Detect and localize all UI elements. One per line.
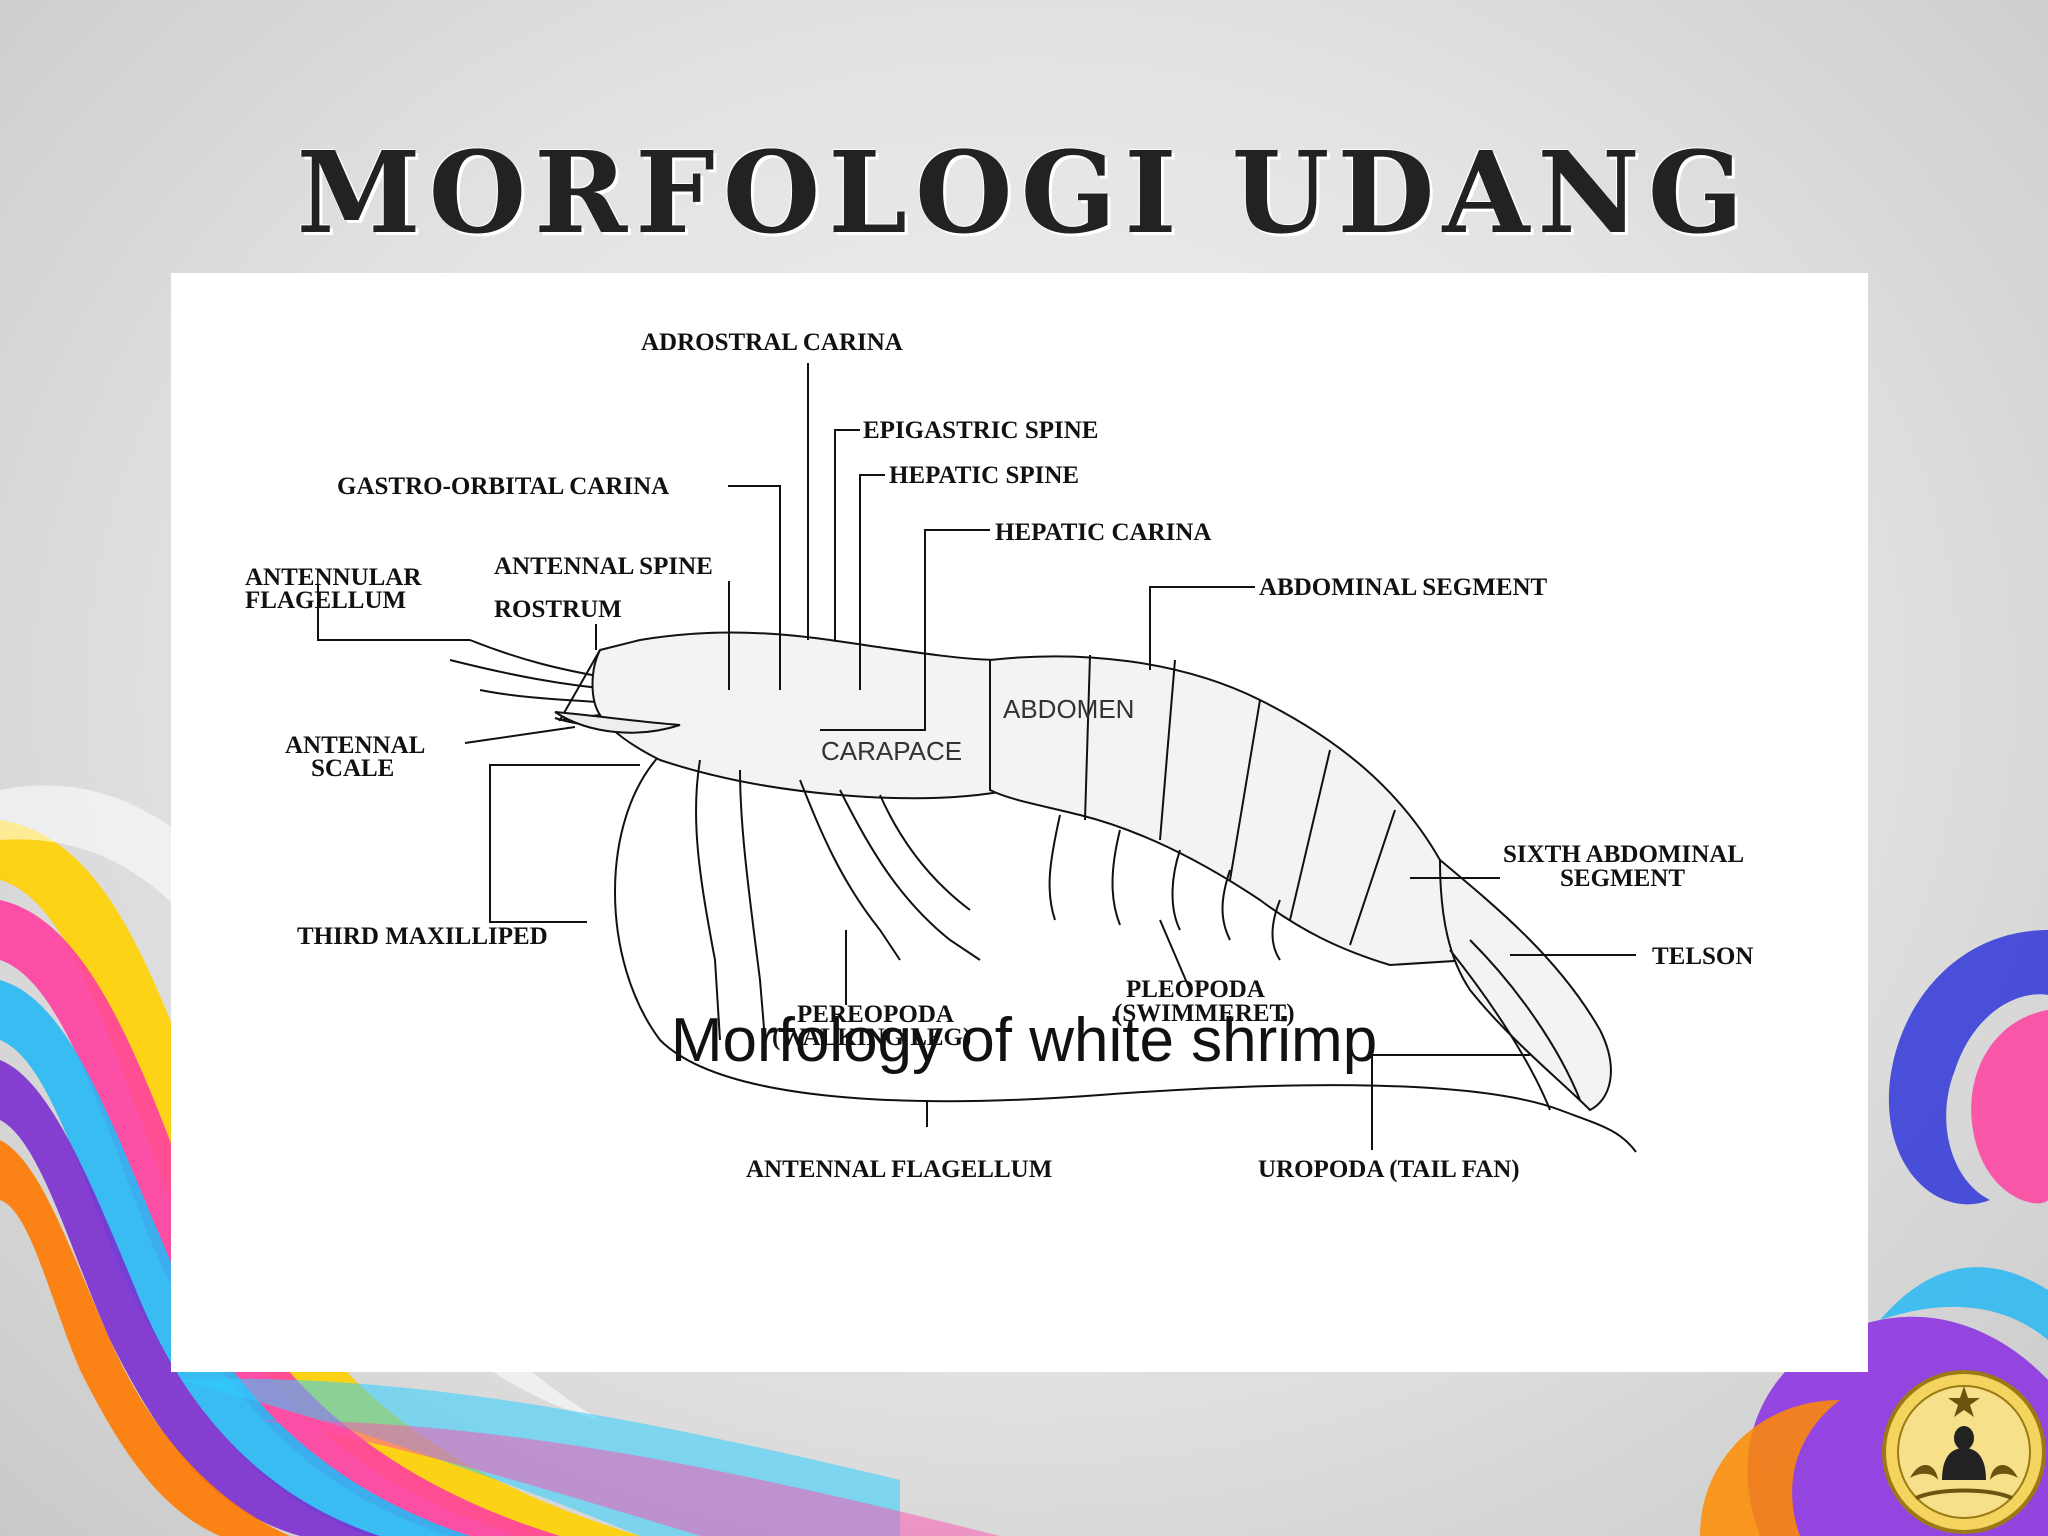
diagram-labels: ADROSTRAL CARINA EPIGASTRIC SPINE GASTRO… bbox=[245, 329, 1753, 1183]
label-antennal-scale-line2: SCALE bbox=[311, 755, 394, 782]
label-telson: TELSON bbox=[1652, 943, 1753, 970]
label-pleopoda-line2: (SWIMMERET) bbox=[1114, 1000, 1295, 1027]
label-antennular-flagellum: ANTENNULAR bbox=[245, 564, 422, 591]
university-logo bbox=[1882, 1370, 2046, 1534]
label-sixth-abdominal-segment-line2: SEGMENT bbox=[1560, 865, 1685, 892]
label-pereopoda: PEREOPODA bbox=[797, 1001, 954, 1028]
label-hepatic-carina: HEPATIC CARINA bbox=[995, 519, 1211, 546]
label-third-maxilliped: THIRD MAXILLIPED bbox=[297, 923, 548, 950]
diagram-caption: Morfology of white shrimp bbox=[670, 1006, 1378, 1075]
label-pleopoda: PLEOPODA bbox=[1126, 976, 1265, 1003]
label-hepatic-spine: HEPATIC SPINE bbox=[889, 462, 1079, 489]
label-epigastric-spine: EPIGASTRIC SPINE bbox=[863, 417, 1098, 444]
label-carapace: CARAPACE bbox=[821, 736, 962, 766]
slide-title: MORFOLOGI UDANG bbox=[296, 128, 1752, 259]
label-antennal-scale: ANTENNAL bbox=[285, 732, 425, 759]
label-rostrum: ROSTRUM bbox=[494, 596, 622, 623]
label-pereopoda-line2: (WALKING LEG) bbox=[772, 1024, 971, 1051]
label-uropoda: UROPODA (TAIL FAN) bbox=[1258, 1156, 1520, 1183]
leader-lines bbox=[317, 363, 1636, 1150]
label-abdominal-segment: ABDOMINAL SEGMENT bbox=[1259, 574, 1548, 601]
diagram-panel: ADROSTRAL CARINA EPIGASTRIC SPINE GASTRO… bbox=[171, 273, 1868, 1372]
label-sixth-abdominal-segment: SIXTH ABDOMINAL bbox=[1503, 841, 1744, 868]
shrimp-diagram: ADROSTRAL CARINA EPIGASTRIC SPINE GASTRO… bbox=[245, 329, 1753, 1183]
label-antennal-flagellum: ANTENNAL FLAGELLUM bbox=[746, 1156, 1052, 1183]
label-abdomen: ABDOMEN bbox=[1003, 694, 1134, 724]
label-gastro-orbital-carina: GASTRO-ORBITAL CARINA bbox=[337, 473, 669, 500]
label-adrostral-carina: ADROSTRAL CARINA bbox=[641, 329, 903, 356]
shrimp-body bbox=[449, 631, 1637, 1153]
label-antennular-flagellum-line2: FLAGELLUM bbox=[245, 587, 406, 614]
label-antennal-spine: ANTENNAL SPINE bbox=[494, 553, 713, 580]
